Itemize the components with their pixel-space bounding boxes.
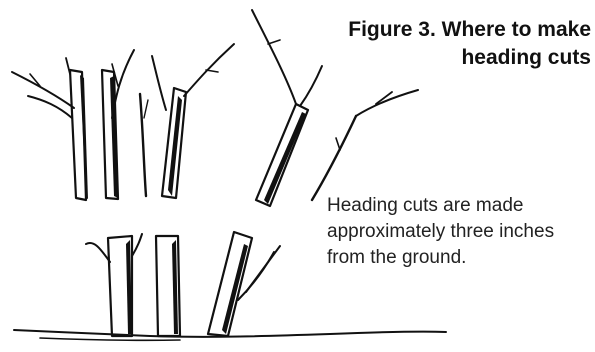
caption-line: approximately three inches — [327, 219, 592, 245]
stump-right — [208, 232, 280, 336]
figure-title-line: Figure 3. Where to make — [271, 16, 591, 44]
stump-group — [86, 232, 280, 336]
cut-stem-left — [12, 58, 88, 200]
caption-line: Heading cuts are made — [327, 193, 592, 219]
figure-title-line: heading cuts — [271, 44, 591, 72]
cut-stem-fourth — [152, 44, 234, 198]
figure-caption: Heading cuts are made approximately thre… — [327, 193, 592, 271]
figure-title: Figure 3. Where to make heading cuts — [271, 16, 591, 72]
caption-line: from the ground. — [327, 245, 592, 271]
cut-stem-far-right — [312, 90, 418, 200]
stump-middle — [156, 236, 180, 336]
cut-stem-second — [102, 50, 134, 199]
stump-left — [86, 234, 142, 336]
cut-stem-third — [140, 94, 148, 196]
